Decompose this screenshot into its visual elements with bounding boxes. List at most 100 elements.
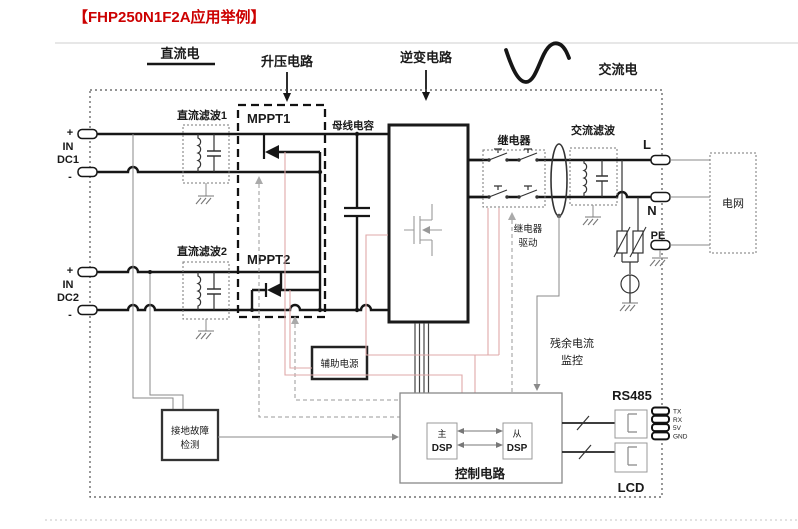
dc2-in-label: IN xyxy=(63,279,74,291)
line-terminal xyxy=(650,154,671,166)
master-dsp-label-1: 主 xyxy=(437,428,446,439)
control-label: 控制电路 xyxy=(455,466,506,481)
varistor-icon xyxy=(616,230,628,254)
relay-box xyxy=(482,149,546,208)
mppt2-drive-arrow xyxy=(291,316,299,324)
dc1-plus-label: + xyxy=(67,127,73,139)
dc2-plus-terminal xyxy=(77,266,98,278)
inverter-enclosure xyxy=(89,89,663,498)
pin-label-tx: TX xyxy=(673,409,682,416)
ground-fault-label-1: 接地故障 xyxy=(171,425,210,437)
junction-dots xyxy=(148,131,360,313)
dc-filter2: 直流滤波2 xyxy=(177,244,230,340)
drive-supply-wiring xyxy=(284,152,500,393)
dc-filter2-label: 直流滤波2 xyxy=(177,244,227,258)
dc2-id-label: DC2 xyxy=(57,292,79,304)
inverter-arrow xyxy=(422,70,430,101)
master-dsp-label-2: DSP xyxy=(432,443,453,454)
pin-label-rx: RX xyxy=(673,417,683,424)
grid-block: 电网 xyxy=(670,152,757,254)
mppt2-label: MPPT2 xyxy=(247,252,290,267)
mppt2-diode xyxy=(250,272,320,310)
ground-icon xyxy=(619,302,638,312)
dc2-minus-terminal xyxy=(77,304,98,316)
lcd-label: LCD xyxy=(618,480,645,495)
grid-box xyxy=(709,152,757,254)
ground-fault-box xyxy=(160,408,220,462)
capacitor-icon xyxy=(207,134,221,172)
lcd-connector-box xyxy=(614,442,648,473)
pin-label-5v: 5V xyxy=(673,425,682,432)
inverter-box xyxy=(387,123,470,324)
pin xyxy=(651,431,670,441)
aux-power-label: 辅助电源 xyxy=(320,358,359,370)
dc-filter1-label: 直流滤波1 xyxy=(177,108,227,122)
ground-fault-block: 接地故障 检测 xyxy=(132,134,399,462)
relay-drive-label-2: 驱动 xyxy=(518,238,537,249)
rs485-connector-box xyxy=(614,409,648,439)
mppt1-diode xyxy=(262,134,320,159)
inductor-icon xyxy=(582,160,588,197)
ground-icon xyxy=(195,195,214,205)
inductor-icon xyxy=(196,272,202,310)
dc2-input: + IN DC2 - xyxy=(57,265,98,321)
section-header: 直流电 升压电路 逆变电路 交流电 xyxy=(147,41,638,102)
ground-fault-label-2: 检测 xyxy=(180,439,199,451)
pin xyxy=(651,406,670,416)
mppt1-drive-arrow xyxy=(255,176,263,184)
neutral-terminal xyxy=(650,191,671,203)
pin-label-gnd: GND xyxy=(673,433,688,440)
gate-drive-lines xyxy=(414,323,430,393)
gfd-output-arrow xyxy=(392,433,399,441)
rs485-label: RS485 xyxy=(612,388,652,403)
inverter-block xyxy=(387,123,483,393)
residual-label-2: 监控 xyxy=(561,353,583,367)
line-label: L xyxy=(643,137,651,152)
surge-protection xyxy=(613,160,647,312)
slave-dsp-box xyxy=(502,422,533,460)
ac-section-label: 交流电 xyxy=(598,62,637,77)
dc1-input: + IN DC1 - xyxy=(57,127,98,183)
ac-filter: 交流滤波 xyxy=(569,123,618,226)
dc2-plus-label: + xyxy=(67,265,73,277)
dsp-link-arrows xyxy=(457,428,503,448)
sine-wave-icon xyxy=(504,41,571,84)
dc1-in-label: IN xyxy=(63,141,74,153)
relay-block: 继电器 继电器 驱动 xyxy=(482,133,546,393)
ac-filter-label: 交流滤波 xyxy=(571,123,616,137)
dc1-id-label: DC1 xyxy=(57,154,79,166)
pin xyxy=(651,414,670,424)
pe-label: PE xyxy=(651,230,666,242)
mppt1-label: MPPT1 xyxy=(247,111,290,126)
power-bus-wires xyxy=(97,132,651,312)
ground-icon xyxy=(649,257,668,267)
connector-icon xyxy=(627,446,637,466)
ground-icon xyxy=(195,330,214,340)
dc1-plus-terminal xyxy=(77,128,98,140)
residual-label-1: 残余电流 xyxy=(550,336,594,350)
page-frame-lines xyxy=(45,42,798,521)
mppt-boost-stage: MPPT1 MPPT2 xyxy=(236,103,327,319)
grid-label: 电网 xyxy=(722,197,744,210)
page-title: 【FHP250N1F2A应用举例】 xyxy=(73,9,266,26)
master-dsp-box xyxy=(426,422,458,460)
varistor-icon xyxy=(632,230,644,254)
relay-drive-label-1: 继电器 xyxy=(514,223,543,235)
capacitor-icon xyxy=(596,160,608,197)
boost-arrow xyxy=(283,72,291,102)
rs485-lcd-block: RS485 LCD TX RX 5V GND xyxy=(562,388,688,495)
connector-icon xyxy=(627,413,637,433)
ground-icon xyxy=(582,216,601,226)
inverter-section-label: 逆变电路 xyxy=(400,50,453,65)
dc2-minus-label: - xyxy=(68,309,72,321)
dc-section-label: 直流电 xyxy=(160,46,199,61)
control-circuit-block: 主 DSP 从 DSP 控制电路 xyxy=(399,392,563,484)
bus-cap-label: 母线电容 xyxy=(332,119,374,132)
aux-power-box xyxy=(310,345,369,381)
neutral-label: N xyxy=(647,203,656,218)
relay-drive-arrow xyxy=(508,212,516,220)
mppt-drive-signals xyxy=(255,176,400,418)
residual-current-monitor: 残余电流 监控 xyxy=(533,213,594,391)
relay-label: 继电器 xyxy=(498,133,532,147)
